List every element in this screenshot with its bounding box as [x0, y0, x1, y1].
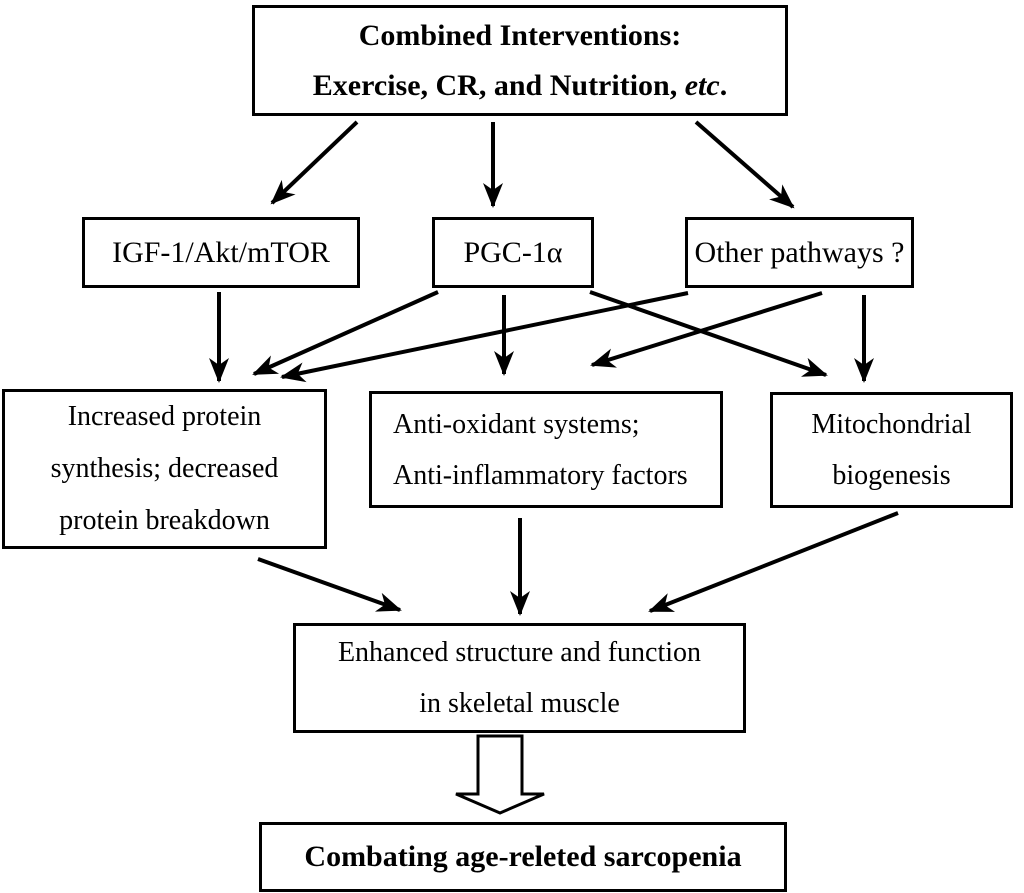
igf-label: IGF-1/Akt/mTOR — [112, 235, 330, 269]
node-enhanced-muscle: Enhanced structure and function in skele… — [293, 623, 746, 733]
arrow-protein-to-enhanced — [257, 557, 402, 612]
arrow-other-to-protein — [280, 291, 689, 383]
arrow-other-to-antiox — [590, 291, 823, 368]
arrow-mito-to-enhanced — [648, 511, 899, 613]
mito-line1: Mitochondrial — [811, 409, 972, 440]
protein-line3: protein breakdown — [59, 505, 270, 536]
antiox-line1: Anti-oxidant systems; — [393, 408, 640, 440]
combined-line2: Exercise, CR, and Nutrition, etc. — [313, 61, 727, 111]
mito-line2: biogenesis — [832, 460, 951, 491]
combined-line2-etc: etc — [684, 68, 720, 102]
combined-line2-period: . — [719, 68, 728, 102]
node-mitochondrial-biogenesis: Mitochondrial biogenesis — [770, 392, 1013, 508]
other-label: Other pathways ? — [694, 235, 905, 269]
arrow-pgc-to-protein — [252, 290, 439, 376]
block-arrow-enhanced-to-outcome — [455, 734, 545, 815]
node-protein-synthesis: Increased protein synthesis; decreased p… — [2, 389, 327, 549]
pgc-label: PGC-1α — [463, 235, 563, 269]
antiox-line2: Anti-inflammatory factors — [393, 459, 688, 491]
enhanced-line2: in skeletal muscle — [419, 688, 620, 719]
arrow-combined-to-igf — [270, 120, 359, 205]
node-other-pathways: Other pathways ? — [685, 217, 914, 288]
node-antioxidant-antiinflammatory: Anti-oxidant systems; Anti-inflammatory … — [369, 391, 723, 508]
combined-line1: Combined Interventions: — [358, 18, 682, 52]
arrow-combined-to-other — [694, 120, 795, 209]
node-combined-interventions: Combined Interventions: Exercise, CR, an… — [252, 5, 788, 116]
node-combating-sarcopenia: Combating age-releted sarcopenia — [259, 822, 787, 892]
node-pgc-1-alpha: PGC-1α — [432, 217, 594, 288]
combined-line2-prefix: Exercise, CR, and Nutrition, — [312, 68, 685, 102]
protein-line2: synthesis; decreased — [50, 453, 279, 484]
outcome-label: Combating age-releted sarcopenia — [304, 840, 742, 873]
enhanced-line1: Enhanced structure and function — [337, 637, 702, 668]
protein-line1: Increased protein — [67, 401, 262, 432]
node-igf-akt-mtor: IGF-1/Akt/mTOR — [82, 217, 360, 288]
